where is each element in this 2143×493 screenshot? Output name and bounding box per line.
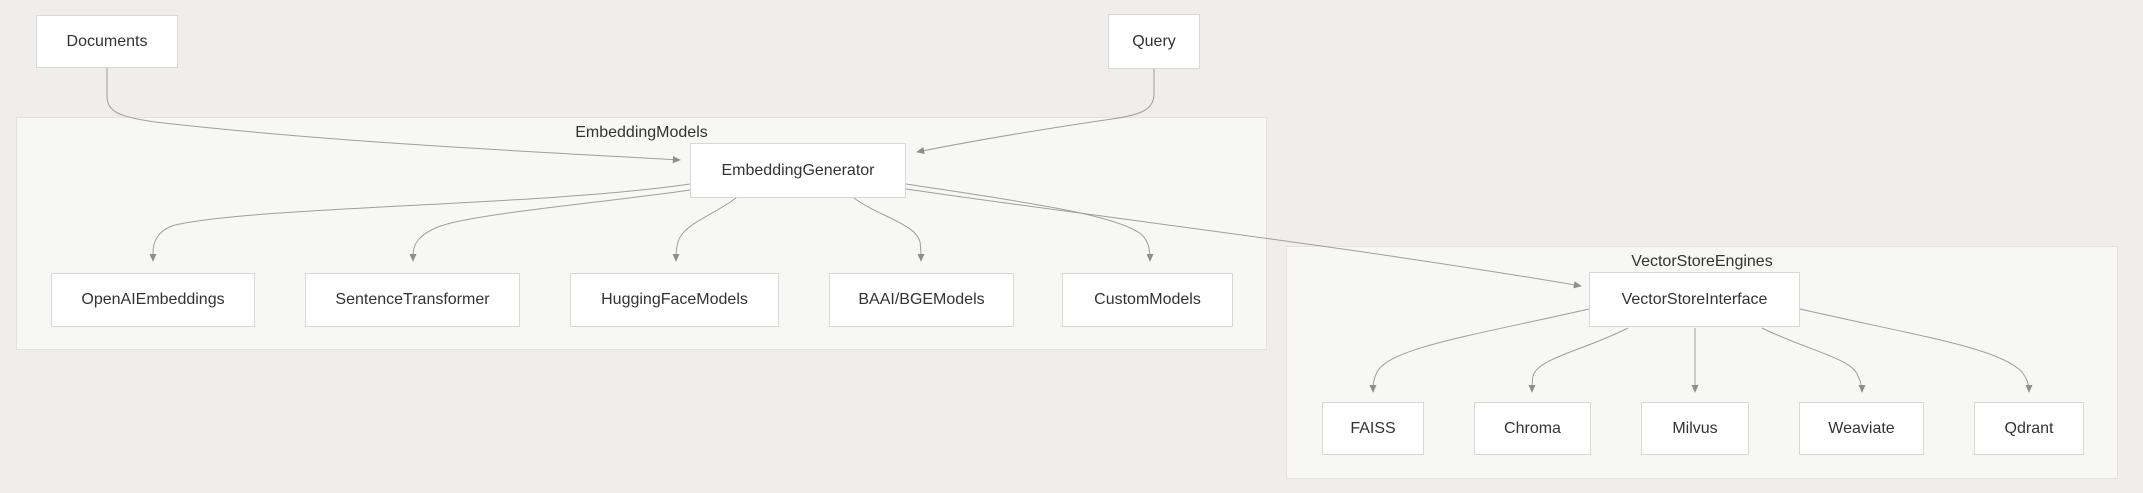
node-huggingface-models: HuggingFaceModels [570, 273, 779, 327]
node-embedding-generator: EmbeddingGenerator [690, 143, 906, 198]
node-huggingface-models-label: HuggingFaceModels [601, 291, 748, 308]
node-sentence-transformer: SentenceTransformer [305, 273, 520, 327]
node-faiss-label: FAISS [1350, 419, 1396, 437]
node-chroma-label: Chroma [1504, 419, 1561, 437]
node-query: Query [1108, 14, 1200, 69]
group-vector-store-engines-label: VectorStoreEngines [1631, 253, 1773, 270]
group-embedding-models-label: EmbeddingModels [575, 124, 708, 141]
node-custom-models-label: CustomModels [1094, 291, 1201, 308]
node-baai-bge-models: BAAI/BGEModels [829, 273, 1014, 327]
node-vector-store-interface: VectorStoreInterface [1589, 272, 1800, 327]
node-weaviate: Weaviate [1799, 402, 1924, 455]
node-documents-label: Documents [66, 32, 148, 50]
node-faiss: FAISS [1322, 402, 1424, 455]
node-chroma: Chroma [1474, 402, 1591, 455]
node-milvus-label: Milvus [1672, 419, 1718, 437]
node-sentence-transformer-label: SentenceTransformer [335, 291, 490, 308]
node-weaviate-label: Weaviate [1828, 419, 1895, 437]
node-openai-embeddings: OpenAIEmbeddings [51, 273, 255, 327]
node-milvus: Milvus [1641, 402, 1749, 455]
node-query-label: Query [1132, 32, 1176, 50]
node-embedding-generator-label: EmbeddingGenerator [721, 161, 875, 179]
node-documents: Documents [36, 15, 178, 68]
node-vector-store-interface-label: VectorStoreInterface [1621, 290, 1768, 308]
node-qdrant: Qdrant [1974, 402, 2084, 455]
node-custom-models: CustomModels [1062, 273, 1233, 327]
node-openai-embeddings-label: OpenAIEmbeddings [81, 291, 225, 308]
node-baai-bge-models-label: BAAI/BGEModels [858, 291, 985, 308]
node-qdrant-label: Qdrant [2004, 419, 2054, 437]
